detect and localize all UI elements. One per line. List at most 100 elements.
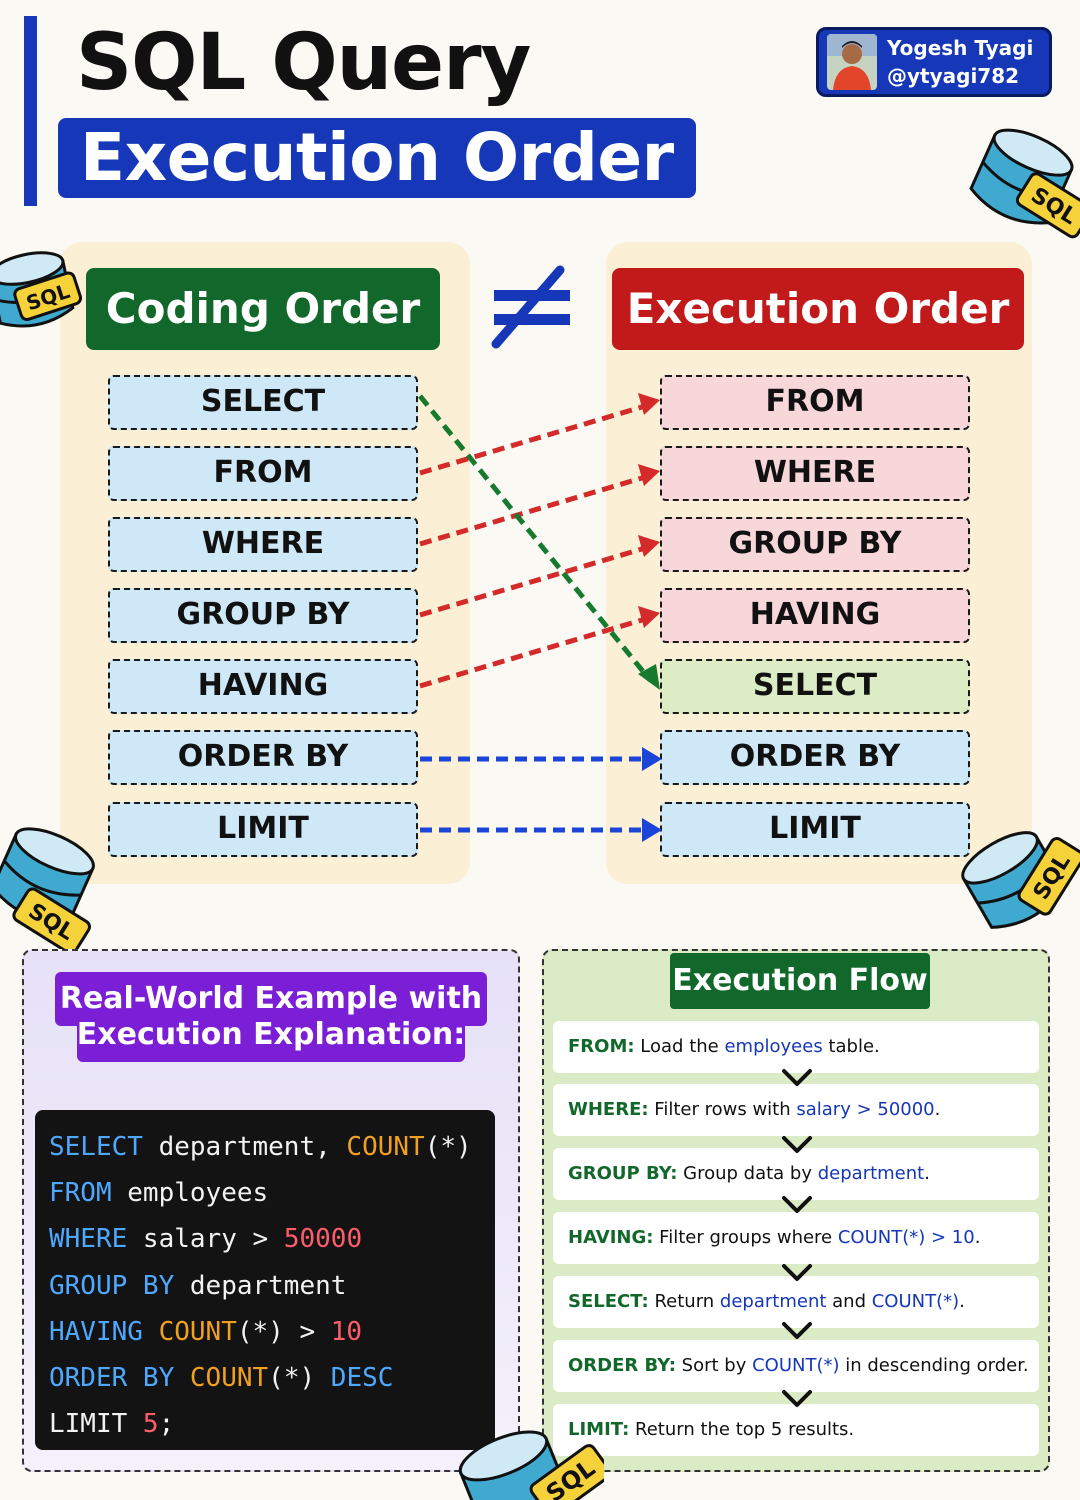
execution-item-order-by: ORDER BY [660,730,970,785]
code-token: (*) [268,1363,331,1394]
code-line: WHERE salary > 50000 [49,1216,495,1262]
coding-item-order-by: ORDER BY [108,730,418,785]
flow-step-text: Filter groups where [653,1227,838,1248]
code-token: ; [158,1409,175,1440]
flow-step-text: . [974,1227,981,1248]
code-token [174,1363,190,1393]
flow-step-text: salary > 50000 [796,1099,935,1120]
code-token: department [174,1270,347,1301]
code-line: GROUP BY department [49,1263,495,1309]
sql-database-icon: SQL [961,831,1080,929]
flow-step-text: COUNT(*) > 10 [837,1227,975,1248]
coding-order-heading: Coding Order [86,268,440,350]
flow-step-label: HAVING: [568,1227,654,1248]
code-token: (*) [424,1132,472,1162]
execution-item-from: FROM [660,375,970,430]
flow-step-label: SELECT: [568,1291,649,1312]
flow-step-text: Return [648,1291,720,1312]
code-token: LIMIT [49,1409,143,1440]
sql-code-block: SELECT department, COUNT(*)FROM employee… [35,1110,495,1450]
code-token: salary > [127,1224,284,1255]
flow-step-text: Load the [634,1036,725,1057]
flow-step-text: in descending order. [839,1355,1029,1376]
flow-step-text: table. [822,1036,880,1057]
chevron-down-icon [782,1136,812,1153]
flow-step-text: department [817,1163,925,1184]
execution-item-group-by: GROUP BY [660,517,970,572]
flow-step: ORDER BY: Sort by COUNT(*) in descending… [553,1340,1039,1392]
code-token: 10 [330,1316,363,1347]
code-line: LIMIT 5; [49,1401,495,1447]
chevron-down-icon [782,1264,812,1281]
example-heading-line2: Execution Explanation: [76,1017,466,1052]
author-badge: Yogesh Tyagi @ytyagi782 [816,27,1052,97]
execution-item-having: HAVING [660,588,970,643]
flow-step: GROUP BY: Group data by department. [553,1148,1039,1200]
execution-flow-heading: Execution Flow [670,953,930,1009]
code-token: COUNT [158,1316,237,1347]
sql-database-icon: SQL [969,128,1080,239]
flow-step-text: department [719,1291,827,1312]
code-line: HAVING COUNT(*) > 10 [49,1309,495,1355]
flow-step-text: Sort by [675,1355,753,1376]
coding-item-where: WHERE [108,517,418,572]
flow-step: HAVING: Filter groups where COUNT(*) > 1… [553,1212,1039,1264]
author-handle: @ytyagi782 [887,64,1020,88]
code-token [143,1317,159,1347]
coding-item-select: SELECT [108,375,418,430]
flow-step-label: FROM: [568,1036,635,1057]
code-token: department, [142,1132,347,1162]
code-token: DESC [330,1363,394,1394]
flow-step-text: COUNT(*) [871,1291,960,1312]
execution-order-heading: Execution Order [612,268,1024,350]
coding-item-group-by: GROUP BY [108,588,418,643]
flow-step: SELECT: Return department and COUNT(*). [553,1276,1039,1328]
sql-database-icon: SQL [0,827,95,955]
flow-step-text: Filter rows with [648,1099,797,1120]
code-token: 50000 [283,1224,363,1255]
code-token: HAVING [49,1316,143,1347]
sql-database-icon: SQL [0,251,83,328]
flow-step-text: Return the top 5 results. [629,1419,855,1440]
coding-item-limit: LIMIT [108,802,418,857]
flow-step-label: ORDER BY: [568,1355,676,1376]
flow-step-text: . [934,1099,941,1120]
flow-step-text: employees [724,1036,823,1057]
example-heading-line1: Real-World Example with [59,981,483,1016]
not-equal-icon [491,265,570,349]
code-token: FROM [49,1178,112,1209]
code-line: ORDER BY COUNT(*) DESC [49,1355,495,1401]
sql-database-icon: SQL [458,1430,604,1500]
avatar [827,34,877,90]
page-title-line1: SQL Query [76,18,531,108]
accent-bar [24,16,37,206]
code-line: SELECT department, COUNT(*) [49,1124,495,1170]
flow-step-label: LIMIT: [568,1419,630,1440]
flow-step-text: and [826,1291,872,1312]
chevron-down-icon [782,1069,812,1086]
coding-item-having: HAVING [108,659,418,714]
flow-step: WHERE: Filter rows with salary > 50000. [553,1084,1039,1136]
code-token: GROUP BY [49,1270,175,1301]
execution-item-where: WHERE [660,446,970,501]
page-title-line2: Execution Order [58,118,696,198]
code-token: COUNT [346,1132,425,1162]
flow-step-text: . [924,1163,930,1184]
flow-step-text: COUNT(*) [752,1355,840,1376]
code-line: FROM employees [49,1170,495,1216]
chevron-down-icon [782,1196,812,1213]
flow-step-text: . [959,1291,965,1312]
code-token: SELECT [49,1132,143,1162]
code-token: WHERE [49,1224,128,1255]
flow-step: FROM: Load the employees table. [553,1021,1039,1073]
chevron-down-icon [782,1390,812,1407]
code-token: COUNT [189,1363,269,1394]
flow-step: LIMIT: Return the top 5 results. [553,1404,1039,1456]
code-token: employees [111,1178,269,1209]
code-token: 5 [142,1409,159,1440]
code-token: (*) > [236,1316,331,1347]
execution-item-select: SELECT [660,659,970,714]
code-token: ORDER BY [49,1363,175,1394]
coding-item-from: FROM [108,446,418,501]
execution-item-limit: LIMIT [660,802,970,857]
